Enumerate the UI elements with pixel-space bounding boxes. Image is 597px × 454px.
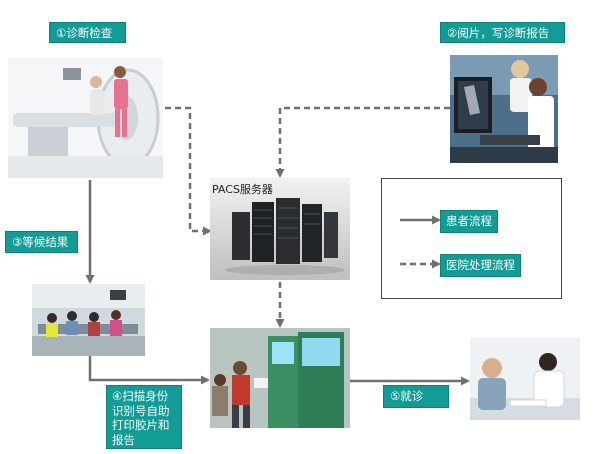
step-1-diagnostic-exam-label: ①诊断检查: [49, 22, 126, 43]
patient-flow-waiting-to-kiosk: [88, 356, 210, 385]
self-service-kiosk-photo: [210, 328, 350, 428]
hospital-flow-ct-to-server: [165, 106, 212, 236]
doctor-consultation-photo: [470, 338, 580, 420]
legend-hospital-flow-label: 医院处理流程: [440, 254, 521, 277]
ct-scanner-photo: [8, 58, 163, 178]
waiting-room-photo: [32, 284, 145, 356]
radiologist-reading-photo: [450, 55, 558, 163]
legend: 患者流程 医院处理流程: [381, 178, 562, 299]
hospital-flow-reading-to-server: [275, 106, 450, 178]
step-2-read-and-report-label: ②阅片，写诊断报告: [440, 22, 565, 43]
step-5-consultation-label: ⑤就诊: [383, 385, 449, 408]
pacs-server-label: PACS服务器: [212, 183, 273, 196]
legend-patient-flow-label: 患者流程: [440, 210, 498, 233]
step-3-wait-results-label: ③等候结果: [5, 231, 78, 253]
step-4-self-print-label: ④扫描身份 识别号自助 打印胶片和 报告: [106, 385, 182, 449]
server-rack-photo: [210, 178, 350, 280]
